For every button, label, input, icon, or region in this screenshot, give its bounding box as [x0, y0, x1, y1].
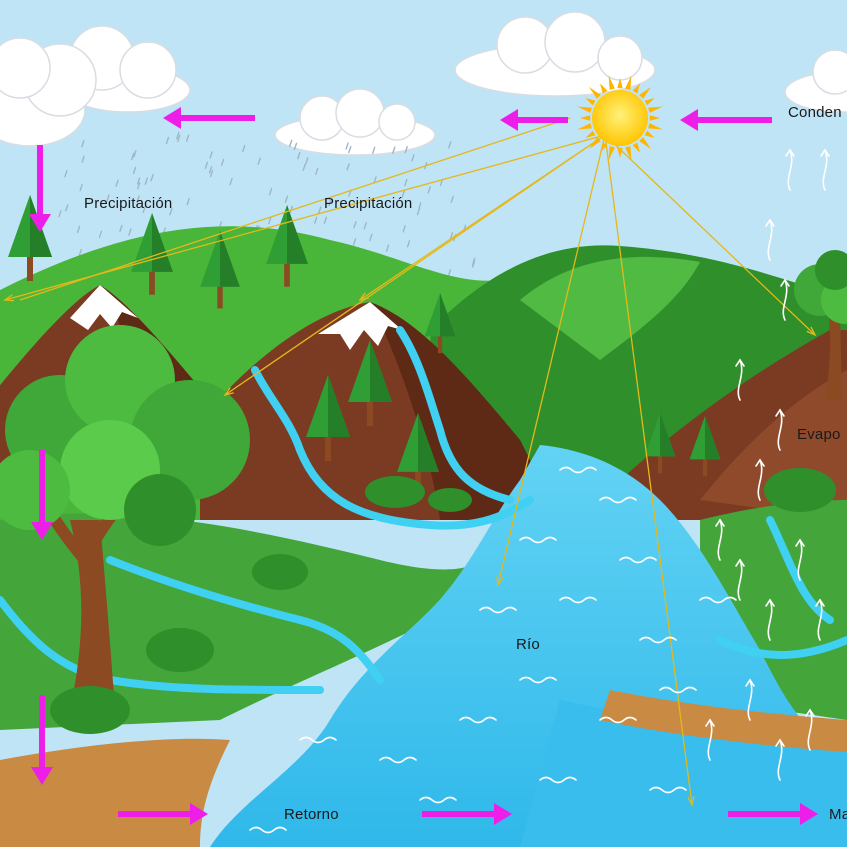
label-condensacion: Conden: [788, 104, 842, 121]
label-rio: Río: [516, 636, 540, 653]
label-precipitacion-center: Precipitación: [324, 195, 412, 212]
label-precipitacion-left: Precipitación: [84, 195, 172, 212]
soil-bank-left: [0, 739, 230, 847]
label-evaporacion: Evapo: [797, 426, 841, 443]
label-mar: Ma: [829, 806, 847, 823]
label-retorno: Retorno: [284, 806, 339, 823]
